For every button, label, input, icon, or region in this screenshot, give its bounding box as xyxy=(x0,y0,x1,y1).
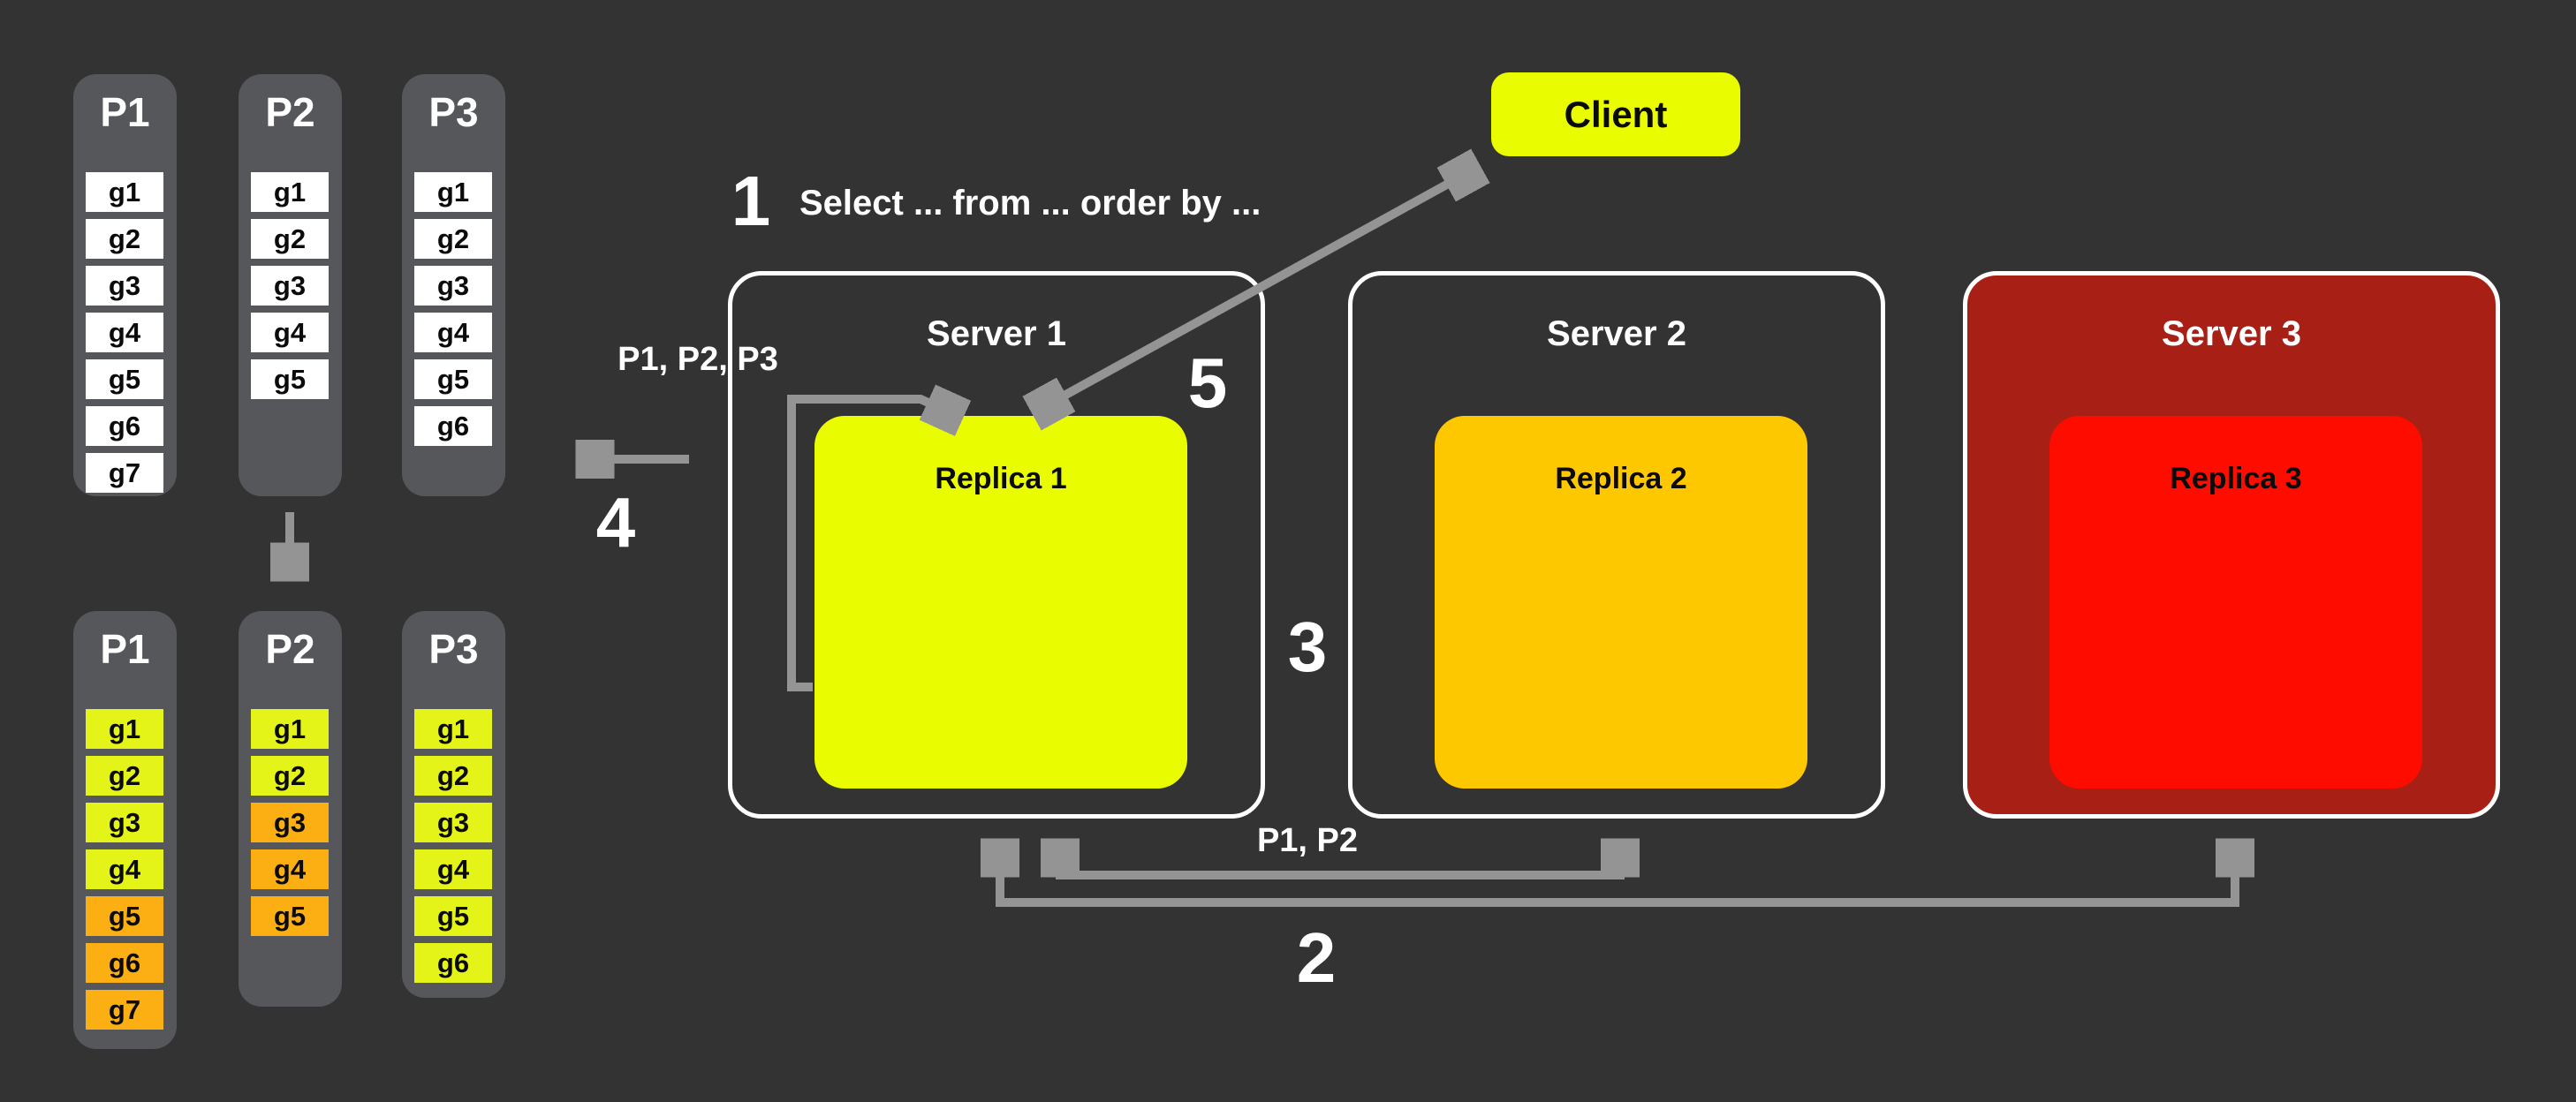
cell: g2 xyxy=(86,219,163,259)
arrow-replicate-outer-step2 xyxy=(1000,842,2235,907)
cell: g5 xyxy=(86,896,163,936)
cell-list: g1 g2 g3 g4 g5 g6 xyxy=(414,172,492,446)
cell: g2 xyxy=(251,219,329,259)
fan-partitions-label: P1, P2, P3 xyxy=(617,341,778,378)
cell: g6 xyxy=(86,943,163,983)
server-3-box: Server 3 Replica 3 xyxy=(1963,271,2500,819)
column-title: P1 xyxy=(100,626,150,672)
cell: g1 xyxy=(251,709,329,749)
cell: g6 xyxy=(86,406,163,446)
cell-list: g1 g2 g3 g4 g5 g6 g7 xyxy=(86,709,163,1030)
step-4-number: 4 xyxy=(595,483,636,562)
server-title: Server 2 xyxy=(1547,314,1686,353)
replica-label: Replica 3 xyxy=(2170,462,2302,495)
partition-column-before-p1: P1 g1 g2 g3 g4 g5 g6 g7 xyxy=(73,74,177,496)
cell: g4 xyxy=(251,313,329,352)
cell: g3 xyxy=(86,803,163,842)
query-text: Select ... from ... order by ... xyxy=(799,184,1261,223)
step-2-number: 2 xyxy=(1296,918,1337,997)
cell: g3 xyxy=(414,803,492,842)
cell: g7 xyxy=(86,453,163,493)
server-2-box: Server 2 Replica 2 xyxy=(1348,271,1885,819)
column-title: P1 xyxy=(100,89,150,135)
cell-list: g1 g2 g3 g4 g5 xyxy=(251,172,329,399)
replica-1-box: Replica 1 xyxy=(814,416,1187,789)
cell: g5 xyxy=(251,359,329,399)
partition-column-after-p2: P2 g1 g2 g3 g4 g5 xyxy=(239,611,342,1007)
client-box: Client xyxy=(1491,72,1740,156)
step-5-number: 5 xyxy=(1187,343,1228,422)
replica-2-box: Replica 2 xyxy=(1435,416,1807,789)
cell-list: g1 g2 g3 g4 g5 g6 g7 xyxy=(86,172,163,493)
arrow-query-and-response xyxy=(1035,168,1477,411)
cell-list: g1 g2 g3 g4 g5 xyxy=(251,709,329,936)
step-1-number: 1 xyxy=(731,162,771,240)
cell: g3 xyxy=(251,803,329,842)
column-title: P2 xyxy=(265,89,315,135)
cell: g1 xyxy=(251,172,329,212)
cell: g2 xyxy=(414,219,492,259)
cell: g4 xyxy=(86,849,163,889)
replica-label: Replica 2 xyxy=(1555,462,1687,495)
server-title: Server 3 xyxy=(2162,314,2301,353)
partition-column-before-p2: P2 g1 g2 g3 g4 g5 xyxy=(239,74,342,496)
cell: g1 xyxy=(86,172,163,212)
column-title: P3 xyxy=(428,89,479,135)
replica-label: Replica 1 xyxy=(935,462,1067,495)
cell: g2 xyxy=(414,756,492,796)
cell: g1 xyxy=(414,172,492,212)
cell: g1 xyxy=(86,709,163,749)
cell: g6 xyxy=(414,406,492,446)
partition-column-after-p3: P3 g1 g2 g3 g4 g5 g6 xyxy=(402,611,505,998)
column-title: P2 xyxy=(265,626,315,672)
partition-column-before-p3: P3 g1 g2 g3 g4 g5 g6 xyxy=(402,74,505,496)
cell: g3 xyxy=(251,266,329,306)
cell: g7 xyxy=(86,990,163,1030)
cell: g4 xyxy=(414,849,492,889)
cell: g3 xyxy=(86,266,163,306)
cell: g3 xyxy=(414,266,492,306)
cell: g4 xyxy=(86,313,163,352)
server-1-box: Server 1 Replica 1 xyxy=(728,271,1265,819)
replica-3-box: Replica 3 xyxy=(2049,416,2422,789)
column-title: P3 xyxy=(428,626,479,672)
cell: g4 xyxy=(251,849,329,889)
cell: g1 xyxy=(414,709,492,749)
partition-column-after-p1: P1 g1 g2 g3 g4 g5 g6 g7 xyxy=(73,611,177,1049)
cell: g5 xyxy=(414,359,492,399)
cell: g2 xyxy=(251,756,329,796)
step-3-number: 3 xyxy=(1287,608,1328,686)
replicate-partitions-label: P1, P2 xyxy=(1256,822,1359,859)
cell: g5 xyxy=(86,359,163,399)
cell: g4 xyxy=(414,313,492,352)
cell: g6 xyxy=(414,943,492,983)
cell-list: g1 g2 g3 g4 g5 g6 xyxy=(414,709,492,983)
arrow-local-apply-loop xyxy=(787,399,959,691)
cell: g2 xyxy=(86,756,163,796)
cell: g5 xyxy=(251,896,329,936)
cell: g5 xyxy=(414,896,492,936)
